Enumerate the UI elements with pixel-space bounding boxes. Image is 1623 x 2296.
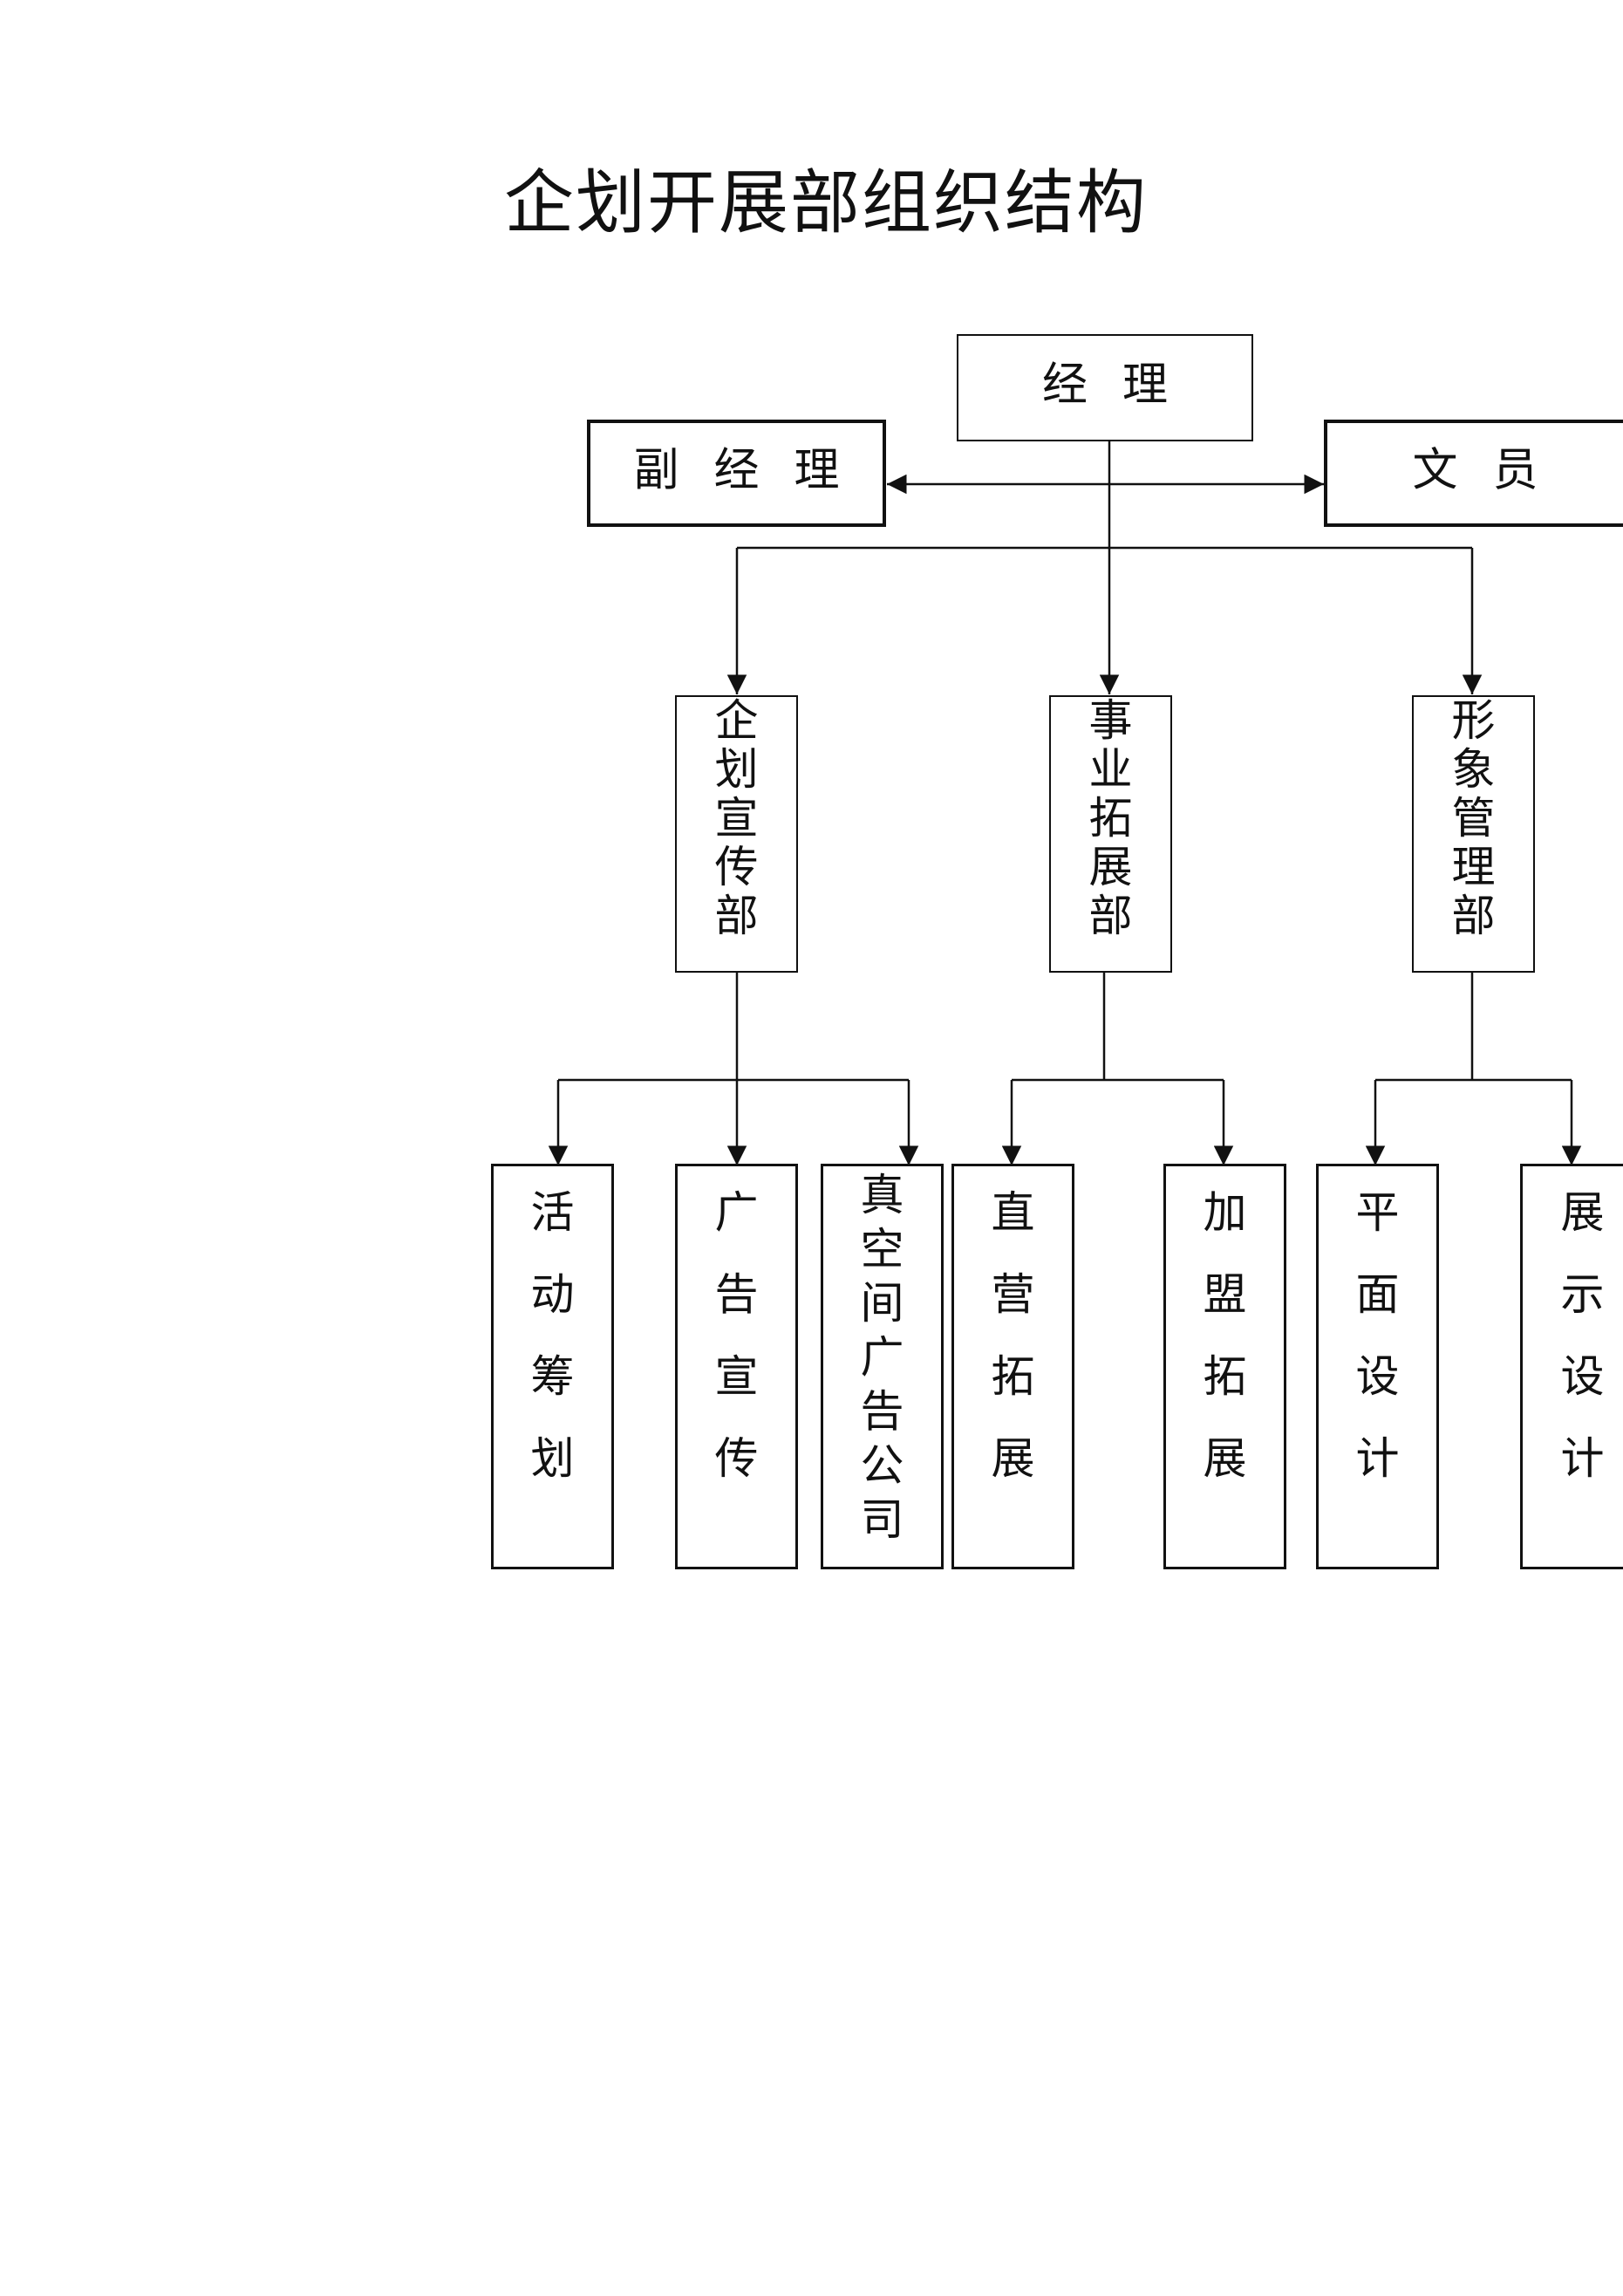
page-title: 企划开展部组织结构 bbox=[504, 162, 1148, 243]
department-box-business: 事业拓展部 bbox=[1049, 695, 1172, 973]
manager-box: 经理 bbox=[957, 334, 1253, 441]
unit-label-activity-planning: 活动筹划 bbox=[530, 1187, 575, 1484]
unit-box-ad-agency: 真空间广告公司 bbox=[821, 1164, 944, 1569]
deputy-manager-label: 副经理 bbox=[633, 444, 875, 496]
department-box-image: 形象管理部 bbox=[1412, 695, 1535, 973]
manager-label: 经理 bbox=[1041, 359, 1203, 411]
unit-box-direct-expansion: 直营拓展 bbox=[951, 1164, 1074, 1569]
unit-label-display-design: 展示设计 bbox=[1560, 1187, 1605, 1484]
unit-label-franchise-expansion: 加盟拓展 bbox=[1203, 1187, 1247, 1484]
unit-box-franchise-expansion: 加盟拓展 bbox=[1163, 1164, 1286, 1569]
unit-box-display-design: 展示设计 bbox=[1520, 1164, 1623, 1569]
unit-label-ad-promotion: 广告宣传 bbox=[714, 1187, 759, 1484]
unit-box-ad-promotion: 广告宣传 bbox=[675, 1164, 798, 1569]
clerk-label: 文员 bbox=[1412, 444, 1573, 496]
department-label-business: 事业拓展部 bbox=[1088, 695, 1133, 941]
deputy-manager-box: 副经理 bbox=[587, 420, 886, 527]
department-box-planning: 企划宣传部 bbox=[675, 695, 798, 973]
department-label-image: 形象管理部 bbox=[1451, 695, 1496, 941]
unit-label-ad-agency: 真空间广告公司 bbox=[860, 1170, 904, 1545]
unit-label-graphic-design: 平面设计 bbox=[1355, 1187, 1400, 1484]
unit-label-direct-expansion: 直营拓展 bbox=[991, 1187, 1035, 1484]
clerk-box: 文员 bbox=[1324, 420, 1623, 527]
unit-box-graphic-design: 平面设计 bbox=[1316, 1164, 1439, 1569]
department-label-planning: 企划宣传部 bbox=[714, 695, 759, 941]
unit-box-activity-planning: 活动筹划 bbox=[491, 1164, 614, 1569]
